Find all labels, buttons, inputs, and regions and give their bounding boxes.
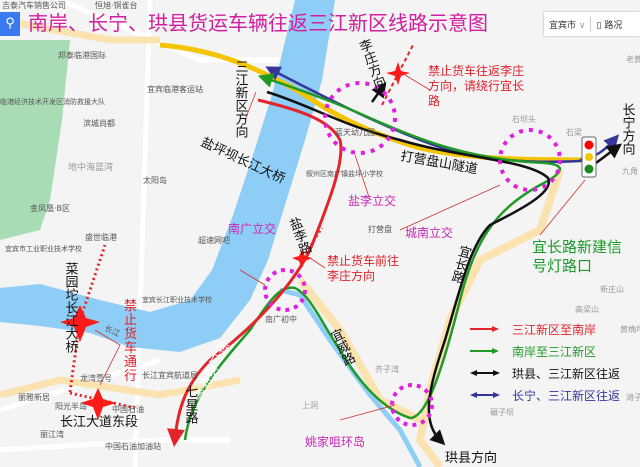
notice-lizhuang: 禁止货车往返李庄方向，请绕行宜长路 [428,64,525,108]
poi: 南广初中 [265,314,297,324]
poi: 金凤凰·B区 [30,203,70,213]
city-selector-bar: 宜宾市 ∨ ▯ 路况 [544,12,640,36]
poi: 宜宾市工业职业技术学校 [5,244,82,253]
poi: 宜宾临港客运站 [147,84,203,94]
poi: 丽江湾 [40,429,64,439]
traffic-button[interactable]: ▯ 路况 [596,20,623,31]
label-qixing-road: 七星路 [183,385,199,424]
poi: 打营盘 [368,224,392,234]
search-button[interactable]: ⚲ [0,12,20,36]
poi: 龙湾壹号 [80,373,112,383]
label-changning-direction: 长宁方向 [620,103,636,155]
poi: 盛世临港 [85,232,117,242]
city-select[interactable]: 宜宾市 ∨ [549,20,586,31]
route-black [266,90,551,446]
main-road [0,16,241,399]
poi: 老黄 [626,54,640,64]
notice-signal: 宜长路新建信号灯路口 [532,238,623,275]
interchange-nanguang[interactable] [263,268,307,312]
chevron-down-icon: ∨ [578,20,586,31]
poi: 丽雅新居 [18,392,50,402]
legend-item: 珙县、三江新区往返 [470,362,620,384]
legend-item: 三江新区至南岸 [470,318,620,340]
poi: 碾子坝 [490,408,514,417]
banned-east-road [69,391,136,410]
poi: 黄桷坪 [620,324,640,334]
label-lizhuang-direction: 李庄方向 [355,37,388,92]
banned-bridge-path [68,244,107,393]
poi: 恒旭·铜雀台 [95,0,138,10]
poi: 上洞 [302,400,318,410]
local-road [0,0,320,467]
route-red [167,98,343,447]
poi: 滨城尚都 [83,118,115,128]
poi: 中国石油 [112,404,144,414]
poi: 吉泰汽车销售公司 [2,0,66,10]
poi: 宜宾长江职业技术学校 [142,295,212,304]
label-changjiang-east: 长江大道东段 [60,415,138,430]
river [0,0,335,352]
label-interchange-yaojiazui: 姚家咀环岛 [305,434,365,449]
label-sanjiang-direction: 三江新区方向 [233,60,249,138]
route-black-lizhuang [370,81,387,103]
poi: 石梁 [566,128,582,137]
poi: 阳光半岛 [55,401,87,411]
notice-bridge: 禁止货车通行 [124,299,138,384]
label-interchange-yanli: 盐李立交 [348,193,396,208]
label-interchange-chengnan: 城南立交 [405,225,453,240]
interchange-yaojiazui[interactable] [390,383,434,427]
poi: 临港经济技术开发区消防救援大队 [0,97,105,106]
banned-lizhuang-path [381,44,414,106]
poi: 叙州区南广镇盐坪小学校 [306,169,383,178]
green-park [0,40,70,240]
pointer-lines [94,74,586,421]
poi: 石坝头 [512,114,536,124]
label-gongxian-direction: 珙县方向 [445,450,497,466]
label-caiyuantuo-bridge: 菜园坨长江大桥 [63,262,79,354]
label-interchange-nanguang: 南广立交 [228,221,276,236]
route-yellow [159,42,593,163]
legend-item: 长宁、三江新区往返 [470,384,620,406]
interchange-yanli[interactable] [323,81,397,155]
poi: 邦泰临港国际 [58,50,106,60]
interchange-chengnan[interactable] [498,128,562,192]
poi: 九角 [622,166,638,176]
label-yanli-road: 盐李路 [285,215,313,257]
legend: 三江新区至南岸 南岸至三江新区 珙县、三江新区往返 长宁、三江新区往返 [470,318,620,406]
poi: 齐子湾 [375,364,399,374]
ban-star-icon [60,62,410,420]
poi: 滩子 [626,392,640,402]
legend-item: 南岸至三江新区 [470,340,620,362]
poi: 高梁山 [575,304,599,314]
poi: 超速网吧 [198,235,230,245]
traffic-icon: ▯ [596,20,602,31]
page-title: 南岸、长宁、珙县货运车辆往返三江新区线路示意图 [28,11,488,35]
poi: 长江宜宾航道局 [142,370,198,380]
poi: 新庄山 [600,284,624,294]
poi: 太阳岛 [143,175,167,185]
route-green [183,73,561,441]
poi: 蓝天幼儿园 [335,127,375,137]
traffic-light-icon [581,136,597,178]
route-black-changning [595,143,622,164]
notice-yanli-road: 禁止货车前往李庄方向 [327,254,400,283]
poi: 地中海蓝湾 [68,161,113,173]
poi: 中国石油加油站 [105,441,161,451]
divider [590,17,592,31]
search-icon: ⚲ [5,16,15,31]
